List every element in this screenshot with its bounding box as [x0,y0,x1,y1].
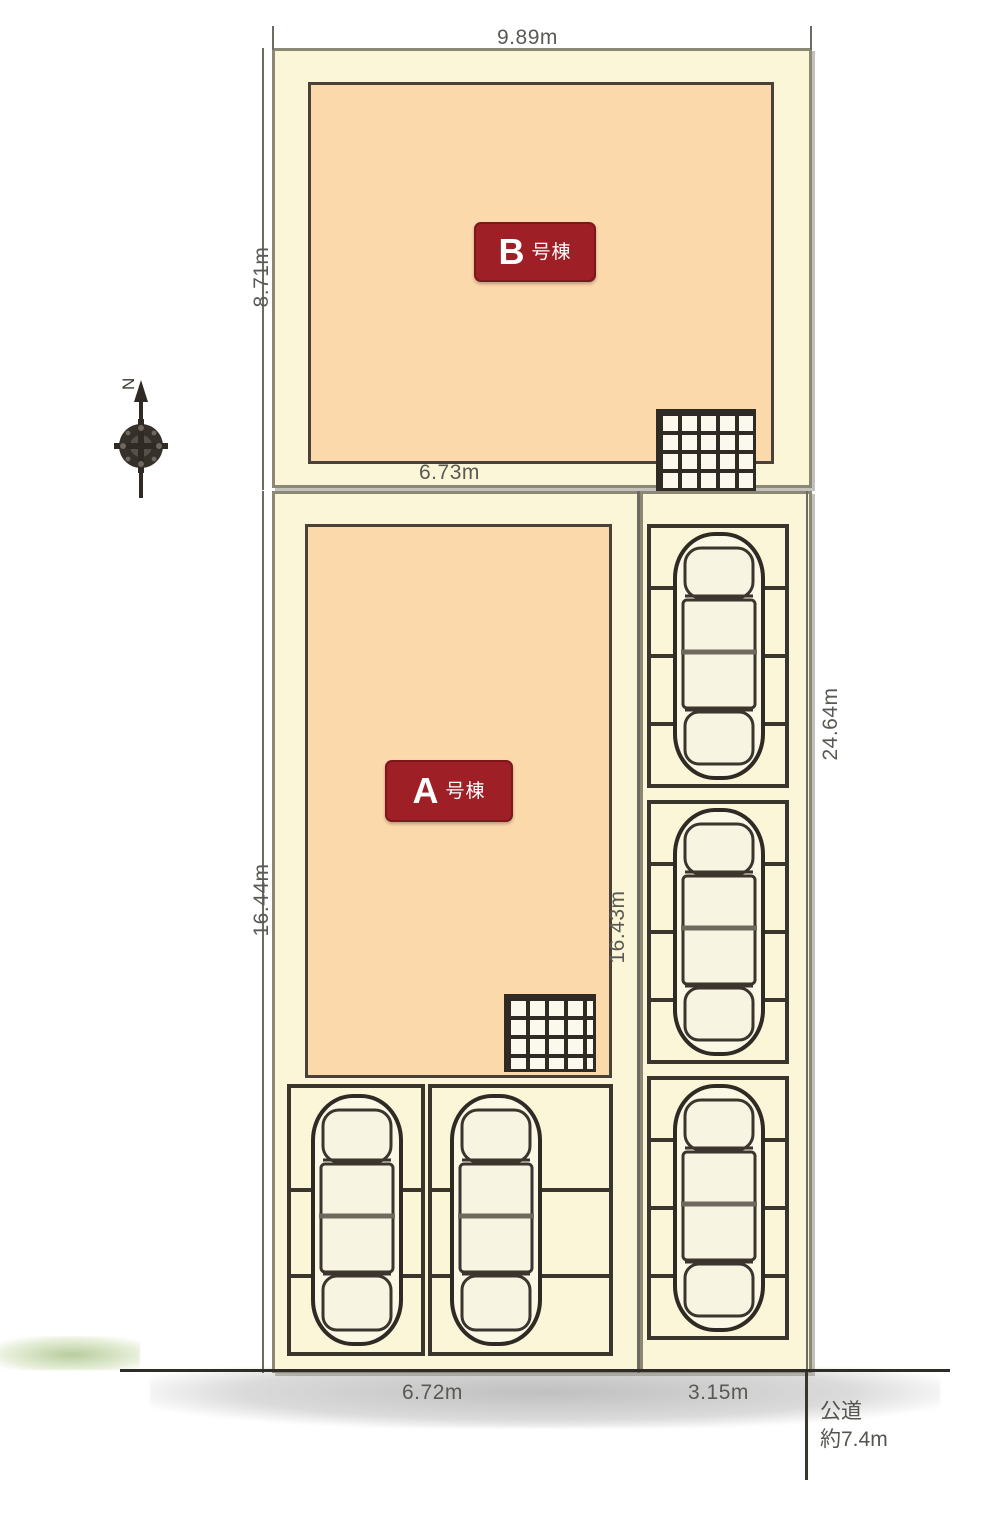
dim-mid-width: 6.73m [419,461,480,484]
dim-tick-top-left [272,26,274,50]
grass-decoration [0,1336,140,1370]
building-a-suffix: 号棟 [445,780,486,802]
road-edge-line [120,1369,950,1372]
road-label: 公道 約7.4m [820,1398,888,1455]
building-b-suffix: 号棟 [531,241,572,263]
svg-text:N: N [119,378,138,390]
road-label-line2: 約7.4m [820,1428,888,1452]
car-icon-bottom-2 [446,1092,546,1348]
dim-top-width: 9.89m [497,26,558,49]
parking-stall-bottom-1 [287,1084,425,1356]
parking-stall-bottom-2 [428,1084,613,1356]
lattice-upper [656,409,756,491]
parking-stall-right-3 [647,1076,789,1340]
dim-outer-right-height: 24.64m [819,687,842,761]
dim-upper-left-height: 8.71m [250,246,273,308]
road-shadow [150,1368,940,1428]
dim-tick-left-upper [262,48,264,490]
dim-tick-left-lower [262,491,264,1373]
dim-tick-inner [637,491,640,1373]
building-label-a: A 号棟 [385,760,513,822]
dim-lower-left-height: 16.44m [250,863,273,937]
car-icon-right-2 [669,806,769,1058]
parking-stall-right-2 [647,800,789,1064]
car-icon-right-1 [669,530,769,782]
car-icon-right-3 [669,1082,769,1334]
road-boundary-line [805,1370,808,1480]
compass-rose-icon: N [96,368,186,508]
dim-tick-right-outer [806,491,808,1373]
building-b-letter: B [498,231,525,272]
dim-tick-top-right [810,26,812,50]
dim-bottom-right-width: 3.15m [688,1381,749,1404]
car-icon-bottom-1 [307,1092,407,1348]
road-label-line1: 公道 [820,1400,862,1423]
building-label-b: B 号棟 [474,222,596,282]
building-a-letter: A [412,770,439,811]
dim-bottom-left-width: 6.72m [402,1381,463,1404]
parking-stall-right-1 [647,524,789,788]
dim-inner-right-height: 16.43m [606,890,629,964]
lattice-lower [504,994,596,1072]
